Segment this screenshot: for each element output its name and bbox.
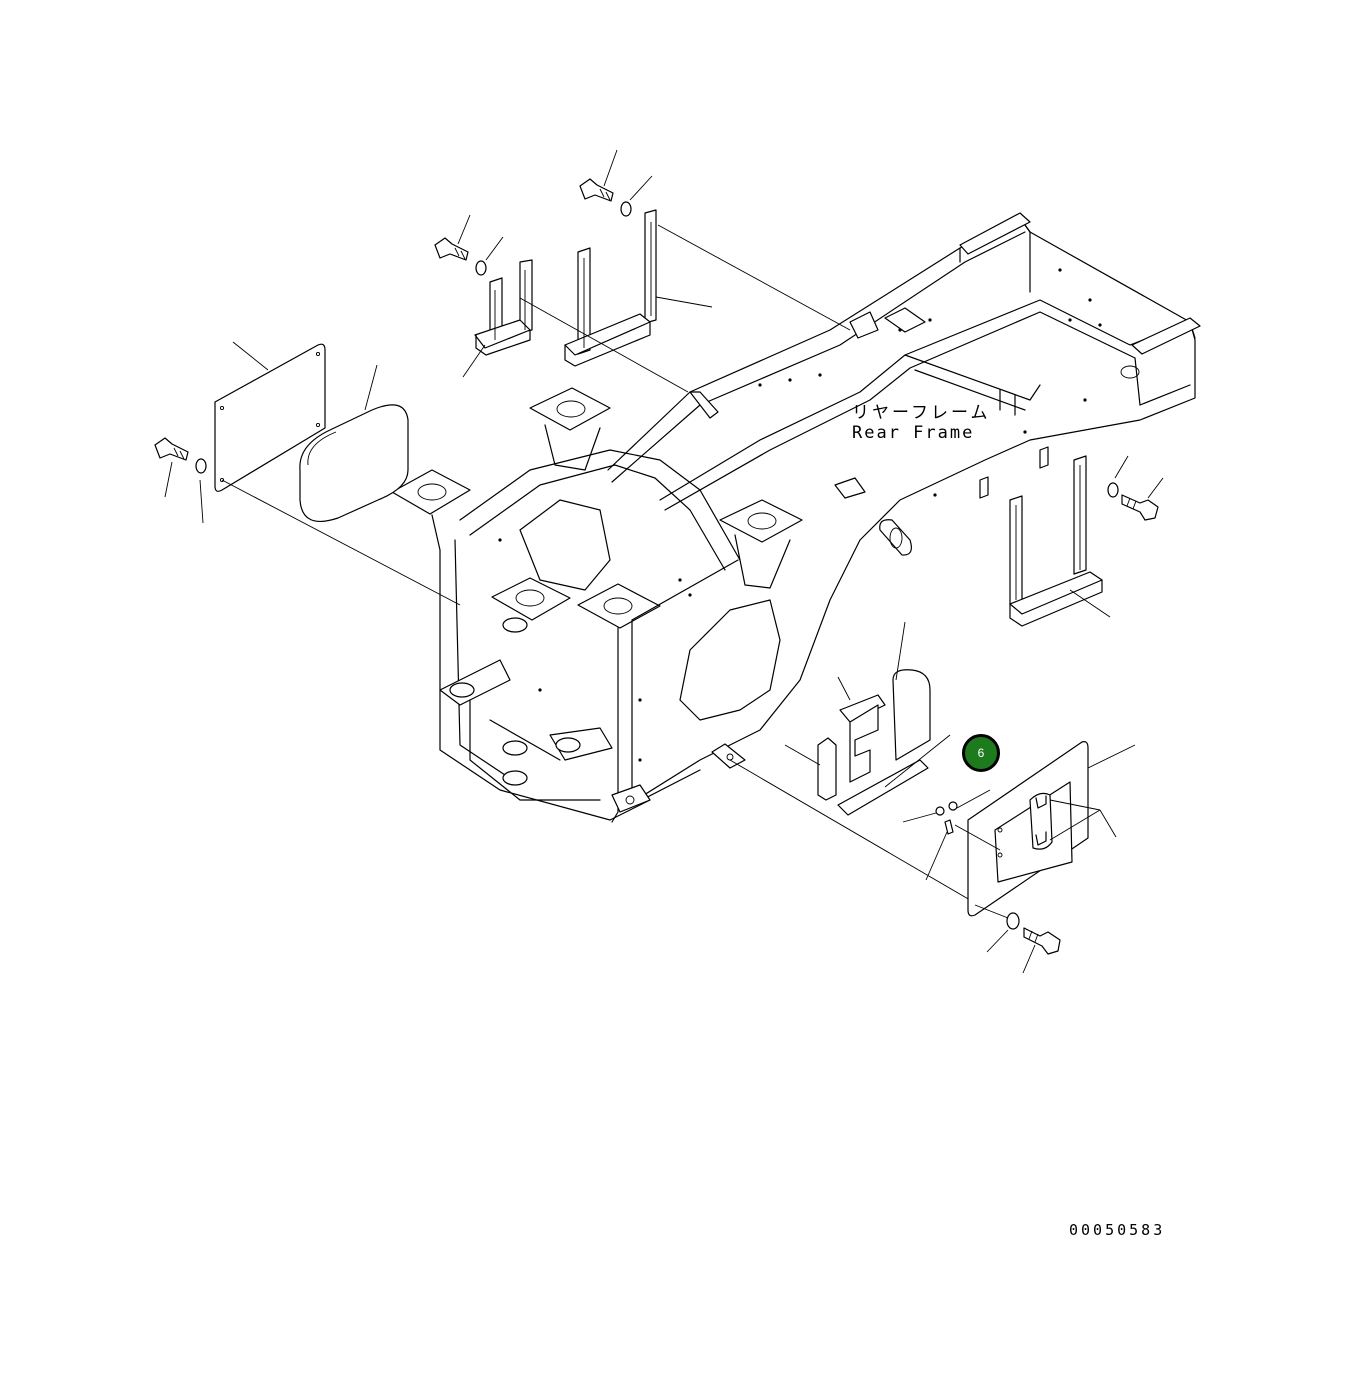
drawing-number: 00050583 <box>1069 1221 1166 1239</box>
rear-frame-label-jp: リヤーフレーム <box>852 403 991 423</box>
callout-marker-6[interactable]: 6 <box>962 734 1000 772</box>
loop-handle <box>879 519 912 556</box>
upper-left-brackets <box>434 149 851 393</box>
rear-frame-label-en: Rear Frame <box>852 423 975 443</box>
right-cover-plate <box>902 741 1136 974</box>
right-step-bracket <box>979 446 1164 627</box>
left-cover-plate <box>214 341 461 606</box>
left-bolt-set <box>154 437 207 524</box>
rear-frame-body <box>391 212 1201 823</box>
oval-cover <box>299 364 409 522</box>
rubber-pads <box>711 621 971 901</box>
